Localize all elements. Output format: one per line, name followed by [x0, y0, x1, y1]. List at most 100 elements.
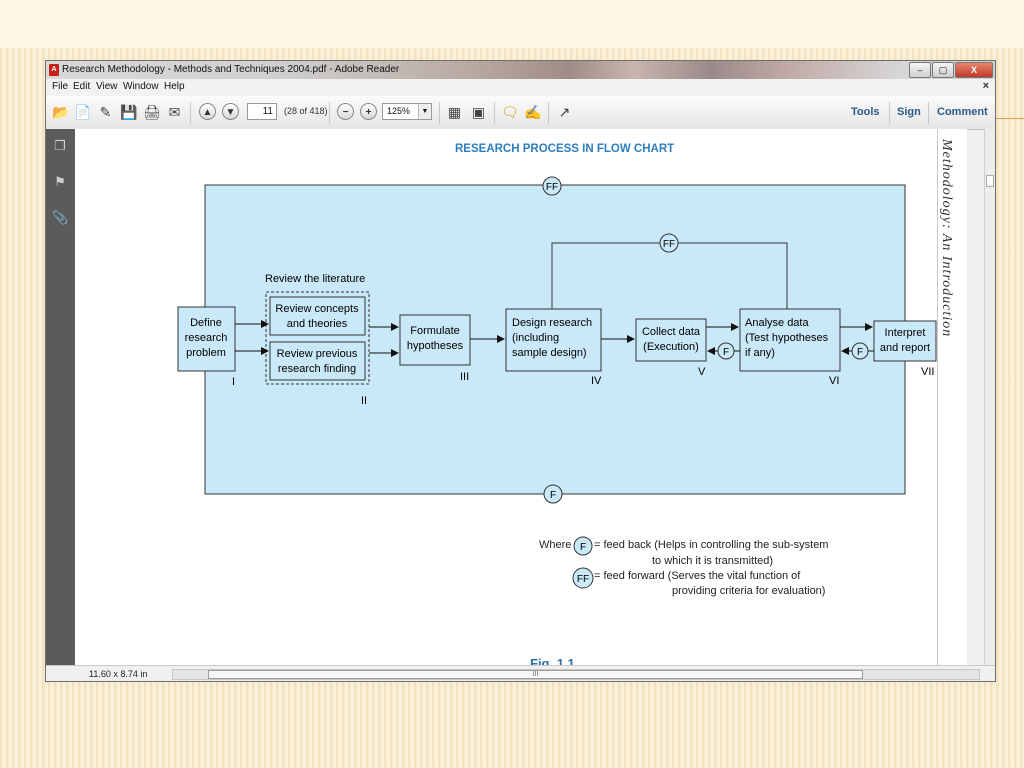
menu-view[interactable]: View — [96, 81, 118, 92]
pdf-app-icon: A — [49, 64, 59, 76]
title-bar[interactable]: A Research Methodology - Methods and Tec… — [46, 61, 995, 79]
concepts-line-2: and theories — [287, 318, 348, 330]
chevron-down-icon[interactable]: ▼ — [418, 104, 431, 119]
navigation-pane: ❐ ⚑ 📎 — [46, 129, 75, 665]
page-thumbnails-icon[interactable]: ❐ — [54, 138, 66, 153]
bookmarks-icon[interactable]: ⚑ — [54, 174, 66, 189]
toolbar-separator — [439, 102, 440, 124]
f-feedback-circle-2 — [851, 342, 869, 360]
toolbar-separator — [548, 102, 549, 124]
f-feedback-label-1: F — [723, 347, 729, 358]
numeral-ii: II — [361, 395, 367, 407]
numeral-i: I — [232, 376, 235, 388]
create-pdf-icon[interactable]: 📄 — [74, 104, 92, 120]
window-controls: – ▢ X — [908, 62, 993, 78]
document-close-icon[interactable]: × — [982, 80, 989, 92]
legend-ff-symbol: FF — [577, 574, 589, 585]
zoom-out-icon[interactable]: − — [337, 103, 354, 120]
interpret-line-2: and report — [880, 342, 930, 354]
menu-window[interactable]: Window — [123, 81, 159, 92]
tools-pane-button[interactable]: Tools — [851, 106, 880, 118]
fit-width-icon[interactable]: ▣ — [471, 104, 486, 120]
running-head: Methodology: An Introduction — [938, 139, 958, 399]
box-design-research — [505, 308, 602, 372]
ff-top-label: FF — [546, 182, 558, 193]
close-button[interactable]: X — [955, 62, 993, 78]
page-size-label: 11.60 x 8.74 in — [89, 669, 148, 679]
define-line-3: problem — [186, 347, 226, 359]
box-collect-data — [635, 318, 707, 362]
design-line-2: (including — [512, 332, 559, 344]
ff-inner-circle — [659, 233, 679, 253]
legend-feedback-line-2: to which it is transmitted) — [652, 555, 774, 567]
horizontal-scroll-thumb[interactable]: III — [208, 670, 863, 679]
previous-line-1: Review previous — [277, 348, 358, 360]
adobe-reader-window: A Research Methodology - Methods and Tec… — [45, 60, 996, 682]
zoom-in-icon[interactable]: + — [360, 103, 377, 120]
box-define-research-problem — [177, 306, 236, 372]
edit-pdf-icon[interactable]: ✎ — [99, 104, 112, 120]
box-formulate-hypotheses — [399, 314, 471, 366]
status-bar: 11.60 x 8.74 in III — [46, 665, 995, 681]
vertical-scroll-thumb[interactable] — [986, 175, 994, 187]
literature-group-box — [265, 291, 370, 385]
define-line-1: Define — [190, 317, 222, 329]
numeral-iii: III — [460, 371, 469, 383]
legend-feedforward-line-2: providing criteria for evaluation) — [672, 585, 826, 597]
slide-accent-line — [996, 118, 1024, 119]
page-number-input[interactable]: 11 — [247, 103, 277, 120]
toolbar-separator — [329, 102, 330, 124]
formulate-line-2: hypotheses — [407, 340, 464, 352]
save-icon[interactable]: 💾 — [120, 104, 138, 120]
f-bottom-circle — [543, 484, 563, 504]
concepts-line-1: Review concepts — [275, 303, 359, 315]
horizontal-scrollbar[interactable]: III — [172, 669, 980, 680]
box-interpret-report — [873, 320, 937, 362]
analyse-line-3: if any) — [745, 347, 775, 359]
interpret-line-1: Interpret — [885, 327, 926, 339]
expand-icon[interactable]: ↗ — [558, 104, 571, 120]
toolbar-separator — [190, 102, 191, 124]
zoom-select[interactable]: 125% ▼ — [382, 103, 432, 120]
box-analyse-data — [739, 308, 841, 372]
highlight-icon[interactable]: ✍ — [524, 104, 542, 120]
numeral-vi: VI — [829, 375, 839, 387]
previous-page-icon[interactable]: ▲ — [199, 103, 216, 120]
define-line-2: research — [185, 332, 228, 344]
vertical-scrollbar[interactable] — [984, 129, 995, 665]
next-page-icon[interactable]: ▼ — [222, 103, 239, 120]
ff-inner-label: FF — [663, 239, 675, 250]
ff-top-circle — [542, 176, 562, 196]
legend-f-symbol: F — [580, 542, 586, 553]
page-count-label: (28 of 418) — [284, 106, 328, 116]
design-line-3: sample design) — [512, 347, 587, 359]
previous-line-2: research finding — [278, 363, 356, 375]
email-icon[interactable]: ✉ — [168, 104, 181, 120]
print-icon[interactable]: 🖨 — [143, 104, 161, 120]
figure-label: Fig. 1.1 — [530, 656, 575, 665]
zoom-value: 125% — [387, 106, 411, 116]
menu-help[interactable]: Help — [164, 81, 185, 92]
running-head-text: Methodology: An Introduction — [939, 139, 954, 338]
comment-pane-button[interactable]: Comment — [937, 106, 988, 118]
flowchart-diagram: FF F FF Review the literature Define res… — [177, 176, 937, 589]
review-literature-label: Review the literature — [265, 273, 365, 285]
legend-feedforward-line-1: = feed forward (Serves the vital functio… — [594, 570, 801, 582]
attachments-icon[interactable]: 📎 — [52, 210, 69, 225]
design-line-1: Design research — [512, 317, 592, 329]
sign-pane-button[interactable]: Sign — [897, 106, 921, 118]
open-file-icon[interactable]: 📂 — [52, 104, 70, 120]
maximize-button[interactable]: ▢ — [932, 62, 954, 78]
menu-edit[interactable]: Edit — [73, 81, 91, 92]
box-review-previous — [269, 341, 366, 381]
flowchart-heading: RESEARCH PROCESS IN FLOW CHART — [455, 143, 675, 155]
document-page: RESEARCH PROCESS IN FLOW CHART FF F FF R… — [75, 129, 967, 665]
sticky-note-icon[interactable]: 🗨 — [501, 104, 519, 120]
minimize-button[interactable]: – — [909, 62, 931, 78]
page-margin-strip: Methodology: An Introduction — [937, 129, 958, 665]
fit-page-icon[interactable]: ▦ — [447, 104, 462, 120]
f-feedback-label-2: F — [857, 347, 863, 358]
slide-background-top — [0, 0, 1024, 48]
menu-file[interactable]: File — [52, 81, 69, 92]
window-title: Research Methodology - Methods and Techn… — [62, 64, 400, 75]
